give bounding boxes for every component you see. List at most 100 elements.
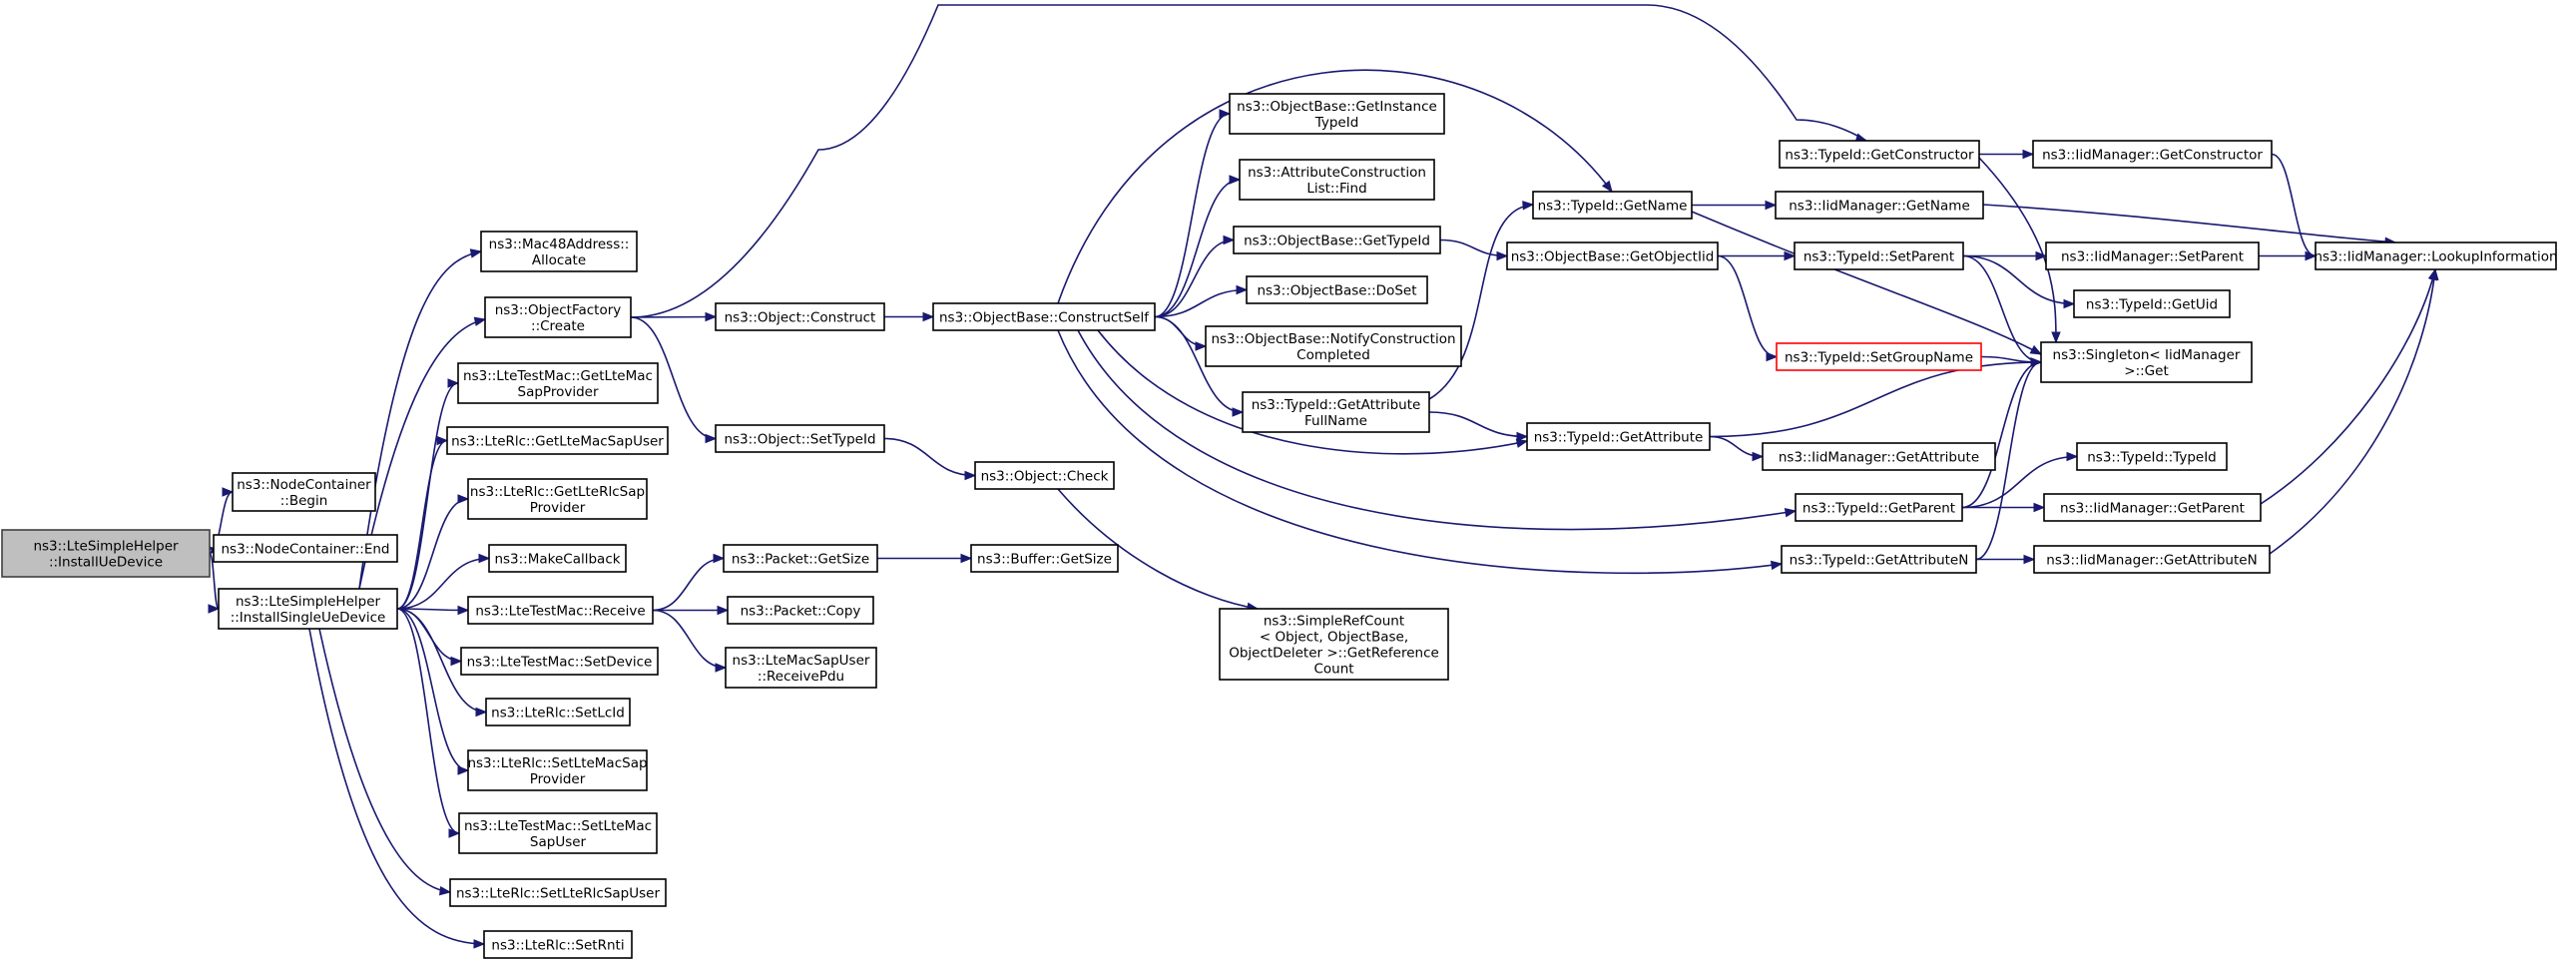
node-setrnti[interactable]: ns3::LteRlc::SetRnti [483, 930, 633, 959]
node-root[interactable]: ns3::LteSimpleHelper::InstallUeDevice [1, 529, 211, 578]
arrowhead [473, 939, 486, 949]
edge-tid_getname-to-iid_getname [1691, 200, 1778, 211]
edge-tid_setparent-to-iid_setparent [1963, 250, 2048, 261]
node-of-create[interactable]: ns3::ObjectFactory::Create [484, 296, 632, 338]
arrowhead [1516, 431, 1529, 442]
edge-obj_construct-to-constructself [884, 311, 935, 322]
edge-constructself-to-getinstancetypeid [1154, 109, 1232, 318]
node-tid-getuid[interactable]: ns3::TypeId::GetUid [2073, 289, 2231, 318]
arrowhead [436, 435, 449, 446]
edge-tid_setparent-to-tid_getuid [1962, 254, 2076, 309]
arrowhead [1223, 235, 1236, 245]
edge-tid_getattribute-to-iid_getattribute [1709, 435, 1765, 462]
node-label-line: ns3::Packet::Copy [741, 604, 861, 620]
node-label-line: List::Find [1306, 181, 1366, 197]
node-install-single[interactable]: ns3::LteSimpleHelper::InstallSingleUeDev… [218, 588, 398, 630]
arrowhead [2035, 250, 2048, 261]
edge-constructself-to-ob_gettypeid [1154, 235, 1236, 318]
node-simplerefcount[interactable]: ns3::SimpleRefCount< Object, ObjectBase,… [1219, 608, 1449, 681]
node-box [1795, 493, 1963, 522]
edge-install_single-to-of_create [358, 316, 487, 590]
arrowhead [1219, 109, 1232, 119]
node-receivepdu[interactable]: ns3::LteMacSapUser::ReceivePdu [725, 647, 877, 689]
node-label-line: ns3::TypeId::SetParent [1803, 249, 1954, 265]
edge-getobjectiid-to-tid_setparent [1718, 250, 1797, 261]
node-obj-settypeid[interactable]: ns3::Object::SetTypeId [715, 424, 885, 453]
node-box [449, 878, 667, 907]
node-makecallback[interactable]: ns3::MakeCallback [488, 544, 627, 573]
node-tid-typeid[interactable]: ns3::TypeId::TypeId [2076, 442, 2228, 471]
node-tid-getname[interactable]: ns3::TypeId::GetName [1532, 191, 1693, 220]
node-tid-getconstructor[interactable]: ns3::TypeId::GetConstructor [1779, 140, 1980, 169]
node-label-line: ns3::LteTestMac::SetDevice [467, 655, 653, 671]
arrowhead [2063, 298, 2076, 309]
node-pkt-copy[interactable]: ns3::Packet::Copy [727, 596, 874, 625]
edge-iid_getattributen-to-iid_lookup [2269, 267, 2439, 555]
node-nc-end[interactable]: ns3::NodeContainer::End [213, 534, 398, 563]
node-obj-construct[interactable]: ns3::Object::Construct [715, 302, 885, 331]
edge-install_single-to-makecallback [396, 553, 491, 610]
edge-tid_getconstructor-to-iid_getconstructor [1979, 149, 2035, 160]
node-iid-getconstructor[interactable]: ns3::IidManager::GetConstructor [2032, 140, 2273, 169]
node-obj-check[interactable]: ns3::Object::Check [974, 461, 1115, 490]
arrowhead [222, 487, 235, 497]
node-box [1506, 241, 1719, 270]
node-iid-getparent[interactable]: ns3::IidManager::GetParent [2043, 493, 2262, 522]
node-nc-begin[interactable]: ns3::NodeContainer::Begin [232, 472, 376, 512]
node-label-line: ns3::ObjectFactory [495, 302, 622, 318]
node-mac48[interactable]: ns3::Mac48Address::Allocate [480, 231, 638, 272]
node-box [446, 426, 669, 455]
arrowhead [2023, 554, 2036, 565]
node-doset[interactable]: ns3::ObjectBase::DoSet [1246, 275, 1428, 304]
node-buf-getsize[interactable]: ns3::Buffer::GetSize [970, 544, 1119, 573]
node-label-line: ns3::LteRlc::SetRnti [491, 938, 624, 954]
node-iid-getattribute[interactable]: ns3::IidManager::GetAttribute [1762, 442, 1996, 471]
node-label-line: SapUser [530, 834, 587, 850]
node-setdevice[interactable]: ns3::LteTestMac::SetDevice [460, 647, 659, 676]
node-iid-setparent[interactable]: ns3::IidManager::SetParent [2045, 241, 2260, 270]
node-iid-getattributen[interactable]: ns3::IidManager::GetAttributeN [2033, 545, 2271, 574]
node-rlc-getltemacsapuser[interactable]: ns3::LteRlc::GetLteMacSapUser [446, 426, 669, 455]
node-ob-gettypeid[interactable]: ns3::ObjectBase::GetTypeId [1233, 226, 1441, 254]
node-label-line: ns3::TypeId::GetParent [1803, 501, 1955, 517]
node-label-line: Completed [1296, 347, 1370, 363]
node-notifyconstr[interactable]: ns3::ObjectBase::NotifyConstructionCompl… [1205, 325, 1462, 367]
edge-iid_setparent-to-iid_lookup [2259, 250, 2318, 261]
node-box [723, 544, 878, 573]
arrowhead [1770, 560, 1784, 571]
node-singleton-get[interactable]: ns3::Singleton< IidManager>::Get [2040, 341, 2253, 383]
node-constructself[interactable]: ns3::ObjectBase::ConstructSelf [932, 302, 1156, 331]
node-tid-setparent[interactable]: ns3::TypeId::SetParent [1794, 241, 1964, 270]
node-box [715, 424, 885, 453]
node-setlterlcsapuser[interactable]: ns3::LteRlc::SetLteRlcSapUser [449, 878, 667, 907]
node-pkt-getsize[interactable]: ns3::Packet::GetSize [723, 544, 878, 573]
node-tid-setgroupname[interactable]: ns3::TypeId::SetGroupName [1776, 342, 1982, 371]
node-tid-getattributen[interactable]: ns3::TypeId::GetAttributeN [1781, 545, 1977, 574]
node-tid-getattribute[interactable]: ns3::TypeId::GetAttribute [1526, 422, 1711, 451]
node-iid-lookup[interactable]: ns3::IidManager::LookupInformation [2314, 241, 2558, 270]
node-tid-getparent[interactable]: ns3::TypeId::GetParent [1795, 493, 1963, 522]
node-box [1526, 422, 1711, 451]
node-label-line: ns3::TypeId::GetUid [2086, 297, 2218, 313]
node-iid-getname[interactable]: ns3::IidManager::GetName [1775, 191, 1984, 220]
node-setlcid[interactable]: ns3::LteRlc::SetLcId [485, 698, 631, 726]
node-receive[interactable]: ns3::LteTestMac::Receive [467, 596, 654, 625]
node-label-line: ns3::AttributeConstruction [1248, 165, 1426, 181]
node-label-line: ns3::Object::SetTypeId [724, 432, 875, 448]
node-getobjectiid[interactable]: ns3::ObjectBase::GetObjectIid [1506, 241, 1719, 270]
node-label-line: ns3::NodeContainer::End [222, 542, 390, 558]
node-box [2032, 140, 2273, 169]
arrowhead [1784, 250, 1797, 261]
arrowhead [457, 494, 470, 504]
arrowhead [448, 828, 461, 838]
arrowhead [2030, 357, 2043, 367]
node-box [2040, 341, 2253, 383]
